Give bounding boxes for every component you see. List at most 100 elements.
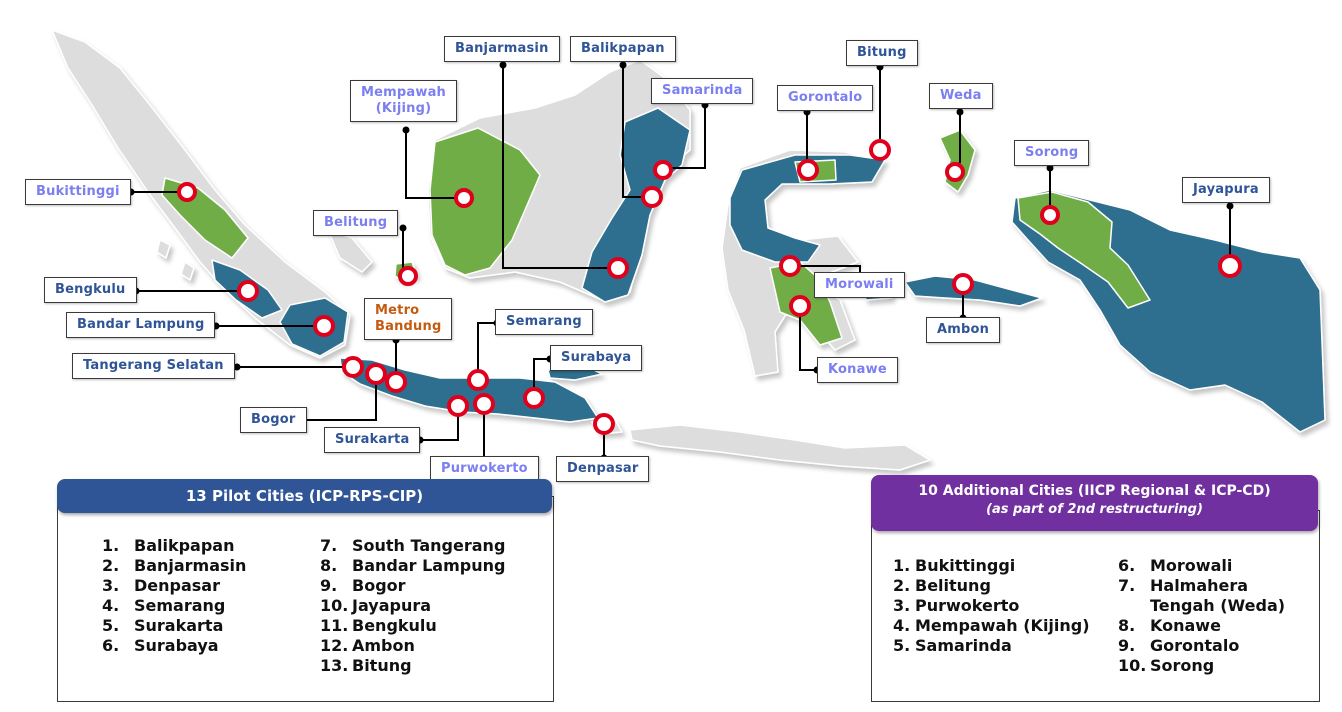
pilot-cities-title: 13 Pilot Cities (ICP-RPS-CIP) <box>185 487 424 505</box>
label-sorong: Sorong <box>1014 140 1090 166</box>
list-item-number: 7. <box>320 536 338 555</box>
list-item-number: 1. <box>102 536 120 555</box>
marker-bukittinggi[interactable] <box>177 182 197 202</box>
marker-tangerang-selatan[interactable] <box>342 356 364 378</box>
marker-konawe[interactable] <box>789 295 811 317</box>
list-item-number: 10. <box>320 596 349 615</box>
marker-bogor[interactable] <box>365 363 387 385</box>
list-item-name: Surakarta <box>134 616 224 635</box>
list-item-number: 5. <box>893 636 911 655</box>
label-tangerang-selatan: Tangerang Selatan <box>72 353 235 379</box>
marker-purwokerto[interactable] <box>447 395 469 417</box>
list-item-number: 2. <box>893 576 911 595</box>
list-item: 5. Surakarta <box>102 616 246 636</box>
label-bandar-lampung: Bandar Lampung <box>66 312 216 338</box>
marker-balikpapan[interactable] <box>641 186 663 208</box>
list-item-name: Bitung <box>352 656 412 675</box>
list-item-number: 3. <box>102 576 120 595</box>
list-item-number: 1. <box>893 556 911 575</box>
mentawai-islands <box>156 239 195 281</box>
list-item-name: Ambon <box>352 636 415 655</box>
list-item-name: Gorontalo <box>1150 636 1240 655</box>
list-item: 1.Bukittinggi <box>893 556 1090 576</box>
additional-cities-subtitle: (as part of 2nd restructuring) <box>986 502 1203 517</box>
list-item: 11.Bengkulu <box>320 616 505 636</box>
label-surabaya: Surabaya <box>550 345 643 371</box>
list-item-number: 4. <box>102 596 120 615</box>
list-item: 5.Samarinda <box>893 636 1090 656</box>
list-item-name: Mempawah (Kijing) <box>915 616 1090 635</box>
label-surakarta: Surakarta <box>324 427 421 453</box>
marker-gorontalo[interactable] <box>797 159 819 181</box>
label-weda: Weda <box>929 83 993 109</box>
list-item-number: 2. <box>102 556 120 575</box>
label-semarang: Semarang <box>495 309 593 335</box>
marker-morowali[interactable] <box>779 255 801 277</box>
list-item: 9. Gorontalo <box>1118 636 1285 656</box>
list-item-name: Jayapura <box>352 596 432 615</box>
seram-island <box>904 275 1043 307</box>
list-item-name: South Tangerang <box>352 536 506 555</box>
label-samarinda: Samarinda <box>651 78 754 104</box>
marker-semarang[interactable] <box>467 369 489 391</box>
list-item: 3. Denpasar <box>102 576 246 596</box>
list-item-name: Bandar Lampung <box>352 556 506 575</box>
marker-belitung[interactable] <box>398 266 418 286</box>
list-item: 6.Surabaya <box>102 636 246 656</box>
list-item-number: 9. <box>1118 636 1136 655</box>
list-item-number: 13. <box>320 656 349 675</box>
list-item: 9.Bogor <box>320 576 505 596</box>
list-item-name: Bogor <box>352 576 406 595</box>
marker-bengkulu[interactable] <box>237 280 259 302</box>
list-item-number: 5. <box>102 616 120 635</box>
list-item: 8.Konawe <box>1118 616 1285 636</box>
marker-ambon[interactable] <box>952 273 974 295</box>
label-banjarmasin: Banjarmasin <box>444 36 560 62</box>
list-item-number: 10. <box>1118 656 1147 675</box>
list-item-number: 4. <box>893 616 911 635</box>
label-morowali: Morowali <box>814 272 905 298</box>
list-item-name: Semarang <box>134 596 226 615</box>
marker-samarinda[interactable] <box>653 160 673 180</box>
marker-bitung[interactable] <box>869 139 891 161</box>
list-item: 7.Halmahera Tengah (Weda) <box>1118 576 1285 616</box>
list-item-number: 8. <box>320 556 338 575</box>
marker-banjarmasin[interactable] <box>607 257 629 279</box>
marker-surabaya[interactable] <box>523 387 545 409</box>
list-item-name: Bukittinggi <box>915 556 1016 575</box>
list-item: 3.Purwokerto <box>893 596 1090 616</box>
list-item: 8. Bandar Lampung <box>320 556 505 576</box>
list-item-name: Denpasar <box>134 576 220 595</box>
list-item-name: Banjarmasin <box>134 556 247 575</box>
label-purwokerto: Purwokerto <box>430 456 539 481</box>
list-item: 6.Morowali <box>1118 556 1285 576</box>
marker-denpasar[interactable] <box>593 413 615 435</box>
label-gorontalo: Gorontalo <box>777 85 874 111</box>
marker-jayapura[interactable] <box>1218 254 1242 278</box>
list-item-name: Bengkulu <box>352 616 437 635</box>
halmahera-island <box>939 129 976 193</box>
marker-mempawah[interactable] <box>454 188 474 208</box>
list-item-number: 6. <box>102 636 120 655</box>
list-item: 10.Sorong <box>1118 656 1285 676</box>
list-item: 10.Jayapura <box>320 596 505 616</box>
pilot-cities-panel <box>57 496 554 702</box>
list-item-number: 11. <box>320 616 349 635</box>
marker-bandar-lampung[interactable] <box>313 315 335 337</box>
label-bengkulu: Bengkulu <box>44 277 137 303</box>
marker-surakarta[interactable] <box>473 393 495 415</box>
label-balikpapan: Balikpapan <box>570 36 676 62</box>
label-denpasar: Denpasar <box>556 456 650 482</box>
list-item: 4. Semarang <box>102 596 246 616</box>
east-kalimantan-region <box>581 107 691 303</box>
marker-sorong[interactable] <box>1040 205 1060 225</box>
marker-metro-bandung[interactable] <box>385 371 407 393</box>
marker-weda[interactable] <box>945 162 965 182</box>
list-item-number: 3. <box>893 596 911 615</box>
label-konawe: Konawe <box>817 357 898 383</box>
label-bogor: Bogor <box>240 407 307 433</box>
